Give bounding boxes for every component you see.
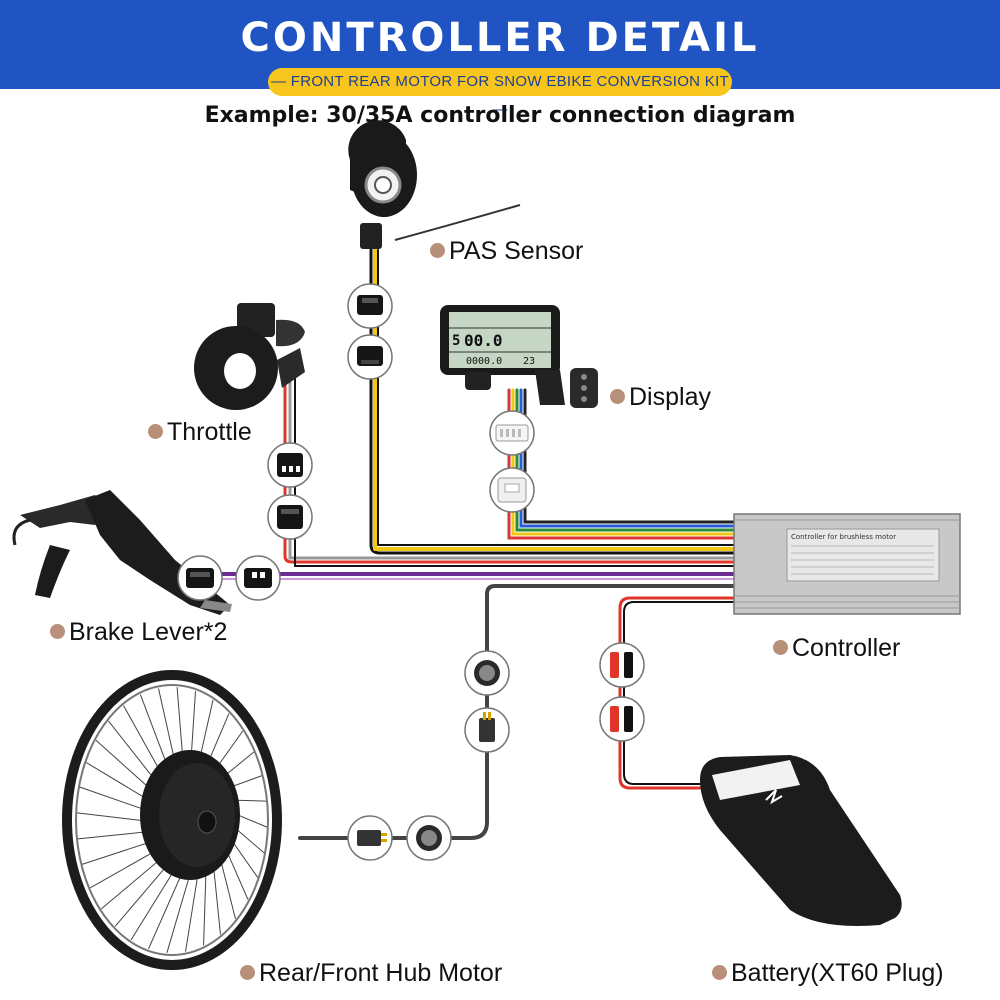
wire-battery <box>618 596 737 790</box>
display-speed: 00.0 <box>464 331 503 350</box>
diagram-caption: Example: 30/35A controller connection di… <box>204 103 796 128</box>
motor-connector-female-upper <box>464 650 510 696</box>
label-dot <box>50 623 65 639</box>
throttle-connector-male <box>267 442 313 488</box>
label-dot <box>773 639 788 655</box>
wire-bundle-throttle <box>283 373 737 567</box>
label-battery: Battery(XT60 Plug) <box>712 958 944 988</box>
battery-connector-xt60-male <box>599 642 645 688</box>
label-display: Display <box>610 382 711 412</box>
display-image: 5 00.0 0000.0 23 <box>440 305 598 408</box>
battery-connector-xt60-female <box>599 696 645 742</box>
pas-sensor-image <box>348 120 521 249</box>
battery-image <box>700 755 902 926</box>
header-title: CONTROLLER DETAIL <box>240 15 760 61</box>
display-connector-male <box>489 410 535 456</box>
label-dot <box>240 964 255 980</box>
pas-connector-female <box>347 334 393 380</box>
label-throttle: Throttle <box>148 417 252 447</box>
label-dot <box>610 388 625 404</box>
display-odo: 0000.0 <box>466 356 502 367</box>
label-dot <box>430 242 445 258</box>
label-pas-sensor: PAS Sensor <box>430 236 583 266</box>
header-subtitle-pill: — FRONT REAR MOTOR FOR SNOW EBIKE CONVER… <box>268 68 732 118</box>
label-dot <box>712 964 727 980</box>
wire-bundle-display <box>507 388 737 540</box>
motor-connector-male-upper <box>464 707 510 753</box>
throttle-connector-female <box>267 494 313 540</box>
label-controller: Controller <box>773 633 900 663</box>
display-volt: 23 <box>523 356 535 367</box>
pas-connector-male <box>347 283 393 329</box>
label-brake-lever: Brake Lever*2 <box>50 617 227 647</box>
wire-motor <box>298 584 737 840</box>
label-hub-motor: Rear/Front Hub Motor <box>240 958 502 988</box>
hub-motor-wheel-image <box>62 670 282 970</box>
label-dot <box>148 423 163 439</box>
motor-connector-male-lower <box>347 815 393 861</box>
controller-box: Controller for brushless motor <box>733 513 961 615</box>
controller-box-label: Controller for brushless motor <box>791 533 896 541</box>
wire-bundle-brake <box>213 572 737 580</box>
brake-connector-female <box>235 555 281 601</box>
motor-connector-female-lower <box>406 815 452 861</box>
throttle-image <box>194 303 305 410</box>
display-connector-female <box>489 467 535 513</box>
display-left-digit: 5 <box>452 333 460 349</box>
brake-connector-male <box>177 555 223 601</box>
